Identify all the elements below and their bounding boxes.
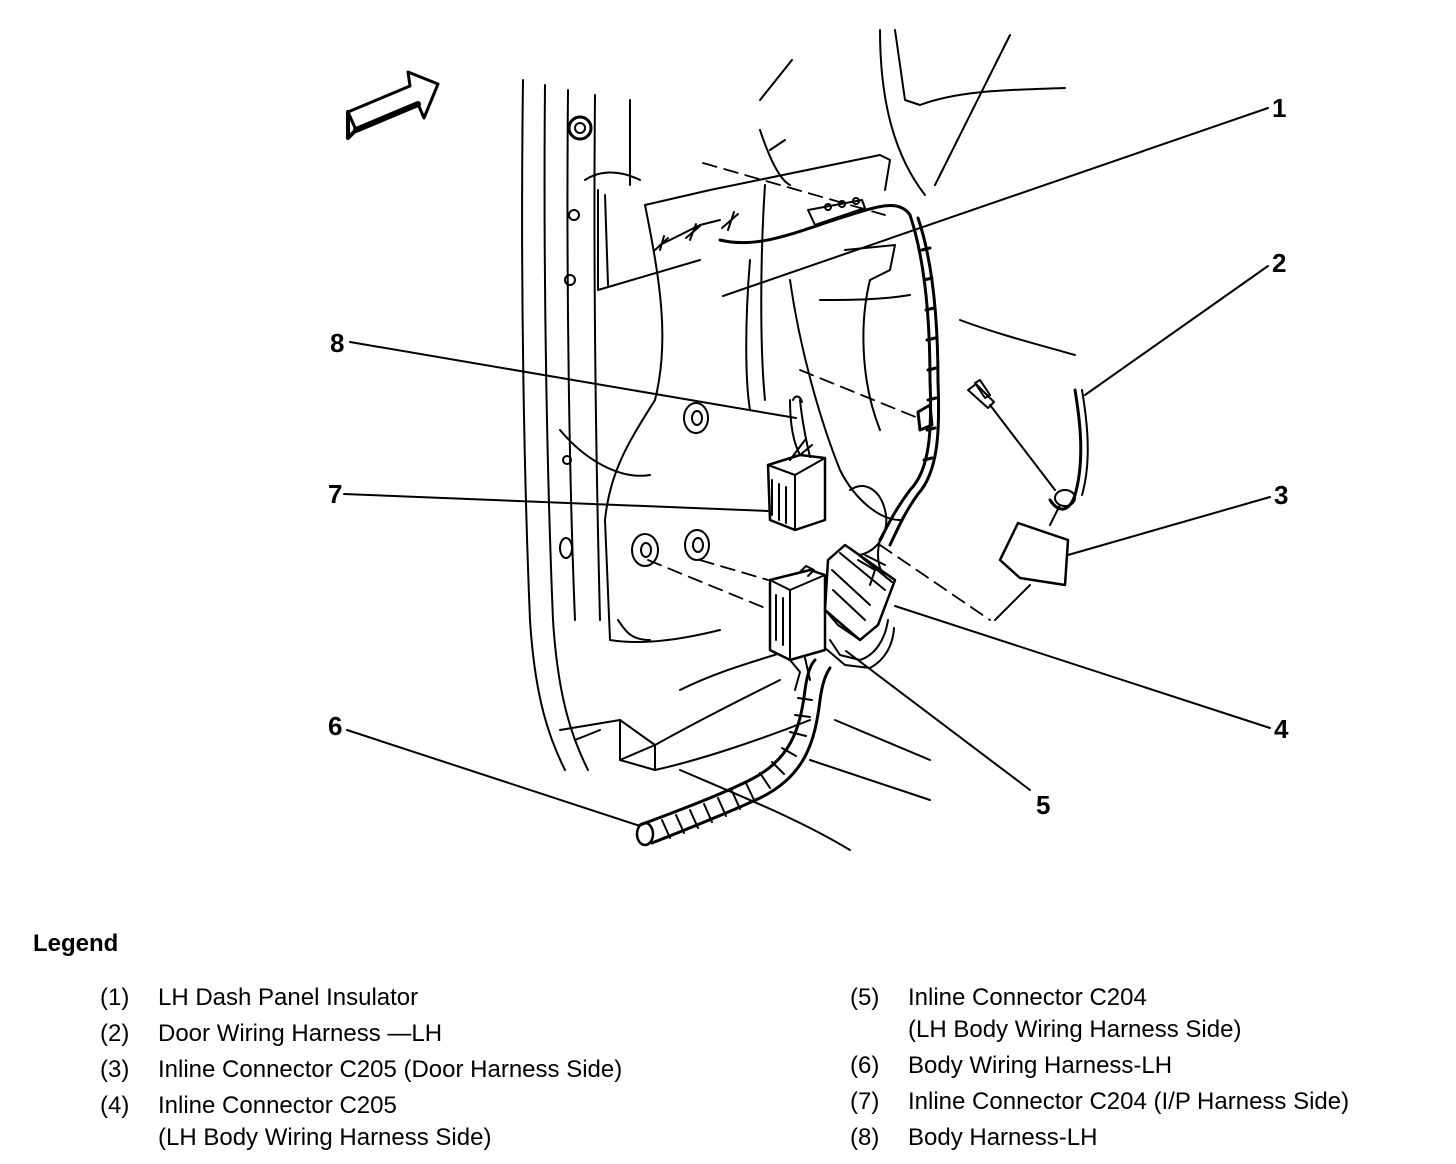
mounting-lines (647, 162, 991, 621)
callout-5: 5 (1036, 790, 1050, 820)
callout-3: 3 (1274, 480, 1288, 510)
dash-panel (604, 29, 1076, 643)
legend-item-text: Inline Connector C205 (LH Body Wiring Ha… (158, 1092, 492, 1151)
legend-item-number: (2) (100, 1020, 130, 1047)
door-wiring-harness (967, 379, 1089, 621)
legend-item: (5) Inline Connector C204 (LH Body Wirin… (850, 982, 1349, 1046)
callout-8: 8 (330, 328, 344, 358)
legend-item: (1) LH Dash Panel Insulator (100, 982, 622, 1014)
wiring-diagram: 1 2 3 4 5 6 7 8 (328, 29, 1289, 851)
callout-4: 4 (1274, 714, 1289, 744)
legend-item-number: (8) (850, 1124, 880, 1151)
legend-item-text: Body Wiring Harness-LH (908, 1052, 1173, 1079)
legend-item-number: (5) (850, 984, 880, 1011)
body-connectors (768, 543, 897, 662)
legend-item-text: LH Dash Panel Insulator (158, 984, 419, 1011)
legend-item-text: Body Harness-LH (908, 1124, 1098, 1151)
callout-7: 7 (328, 479, 342, 509)
door-pillar (521, 79, 701, 771)
legend-item: (7) Inline Connector C204 (I/P Harness S… (850, 1086, 1349, 1118)
dash-insulator-harness (718, 204, 941, 547)
legend-item-number: (1) (100, 984, 130, 1011)
legend-title: Legend (33, 930, 119, 957)
legend-item-text: Inline Connector C204 (I/P Harness Side) (908, 1088, 1350, 1115)
callout-1: 1 (1272, 93, 1286, 123)
connector-c204-ip (766, 395, 827, 532)
legend-item: (3) Inline Connector C205 (Door Harness … (100, 1054, 622, 1086)
leader-lines (343, 107, 1271, 827)
legend-item-number: (3) (100, 1056, 130, 1083)
legend-item-text: Inline Connector C204 (LH Body Wiring Ha… (908, 984, 1242, 1043)
legend-item-text: Door Wiring Harness —LH (158, 1020, 443, 1047)
legend-item-number: (6) (850, 1052, 880, 1079)
legend-item-number: (7) (850, 1088, 880, 1115)
legend-item-text: Inline Connector C205 (Door Harness Side… (158, 1056, 623, 1083)
callout-numbers: 1 2 3 4 5 6 7 8 (328, 93, 1289, 820)
floor-sill (559, 649, 931, 851)
direction-arrow-icon (346, 70, 440, 140)
legend-item-number: (4) (100, 1092, 130, 1119)
callout-2: 2 (1272, 248, 1286, 278)
mounting-holes (631, 402, 710, 567)
legend-item: (8) Body Harness-LH (850, 1122, 1349, 1154)
legend-item: (6) Body Wiring Harness-LH (850, 1050, 1349, 1082)
body-wiring-harness (635, 539, 895, 847)
legend-column-left: (1) LH Dash Panel Insulator (2) Door Wir… (100, 982, 622, 1158)
harness-retainers (654, 197, 866, 251)
callout-6: 6 (328, 711, 342, 741)
legend-item: (4) Inline Connector C205 (LH Body Wirin… (100, 1090, 622, 1154)
legend-column-right: (5) Inline Connector C204 (LH Body Wirin… (850, 982, 1349, 1158)
legend-item: (2) Door Wiring Harness —LH (100, 1018, 622, 1050)
